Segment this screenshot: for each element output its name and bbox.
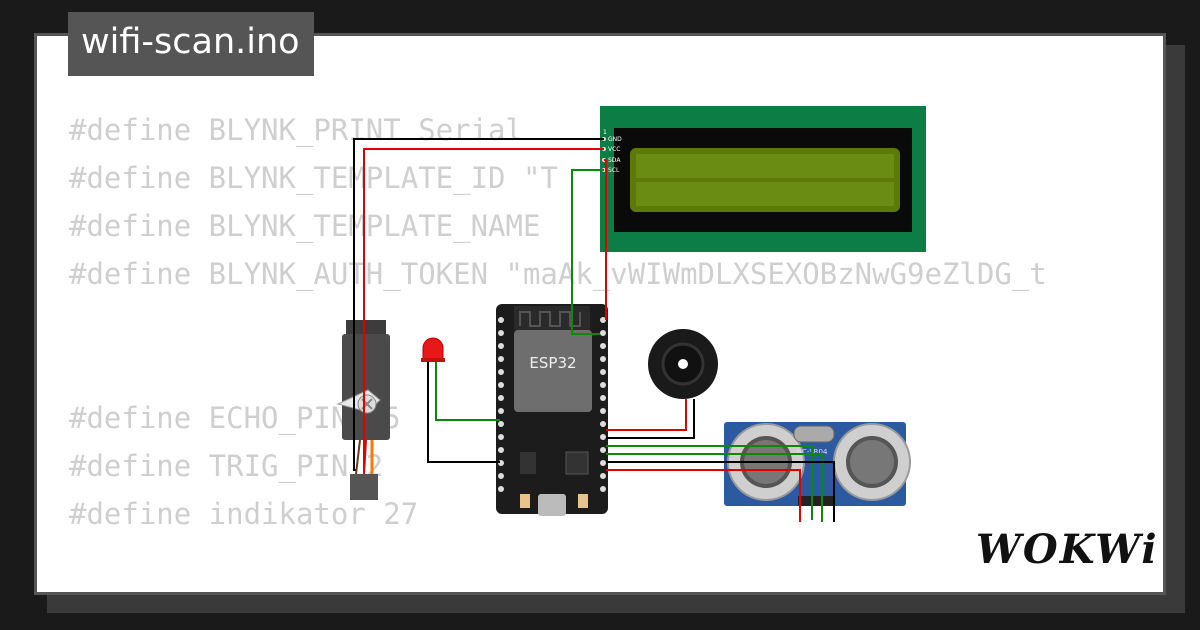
boot-button[interactable] <box>520 494 530 508</box>
esp32-module <box>514 330 592 412</box>
lcd-display[interactable]: 1 GND VCC SDA SCL <box>600 106 926 252</box>
lcd-pin-sda: SDA <box>608 157 621 164</box>
esp32-board[interactable]: ESP32 <box>496 304 608 516</box>
reset-button[interactable] <box>578 494 588 508</box>
svg-text:1: 1 <box>603 129 607 136</box>
esp32-label: ESP32 <box>529 354 576 372</box>
code-line: #define BLYNK_TEMPLATE_ID "T <box>69 161 558 195</box>
wires <box>353 138 835 522</box>
lcd-pin-gnd: GND <box>608 136 622 143</box>
code-line: #define indikator 27 <box>69 497 419 531</box>
code-line: #define BLYNK_AUTH_TOKEN "maAk_vWIWmDLXS… <box>69 257 1047 291</box>
code-line: #define BLYNK_PRINT Serial <box>69 113 523 147</box>
lcd-pin-scl: SCL <box>608 167 620 174</box>
lcd-pin-vcc: VCC <box>608 146 620 153</box>
file-title-tab[interactable]: wifi-scan.ino <box>68 12 314 76</box>
code-line: #define TRIG_PIN 2 <box>69 449 384 483</box>
red-led[interactable] <box>421 337 445 362</box>
code-background: #define BLYNK_PRINT Serial #define BLYNK_… <box>69 106 1047 592</box>
ultrasonic-sensor[interactable]: HC-SR04 <box>724 422 911 506</box>
servo-body <box>342 334 390 440</box>
buzzer[interactable] <box>648 329 718 399</box>
usb-port <box>538 494 566 516</box>
code-line: #define BLYNK_TEMPLATE_NAME <box>69 209 541 243</box>
wokwi-logo: WOKWi <box>976 526 1159 573</box>
